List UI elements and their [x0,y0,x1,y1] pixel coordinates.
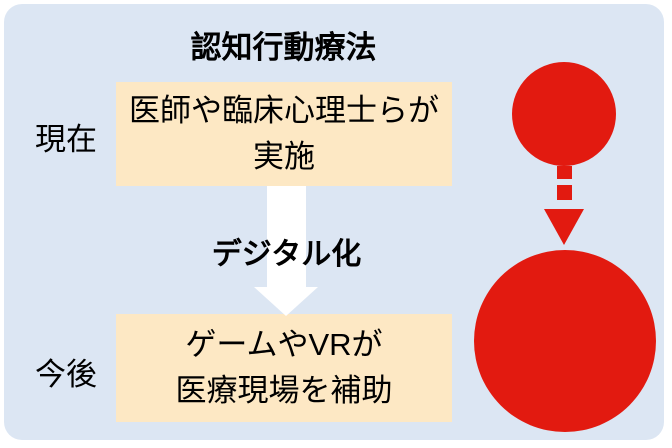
red-dashed-arrow-dash-2-icon [557,185,572,200]
present-box-line2: 実施 [253,139,315,174]
future-box: ゲームやVRが 医療現場を補助 [116,314,452,422]
digitalization-label: デジタル化 [211,238,362,271]
row-label-present: 現在 [35,122,97,157]
white-down-arrow-icon [267,186,306,287]
row-label-future: 今後 [35,357,97,392]
red-dashed-down-arrow-head-icon [544,209,584,245]
red-dashed-arrow-dash-1-icon [557,166,572,179]
small-red-circle [512,62,616,166]
present-box: 医師や臨床心理士らが 実施 [116,82,452,186]
white-down-arrow-head-icon [254,287,318,316]
present-box-line1: 医師や臨床心理士らが [129,93,439,128]
large-red-circle [474,250,656,432]
diagram-panel: 認知行動療法 現在 医師や臨床心理士らが 実施 デジタル化 今後 ゲームやVRが… [4,4,664,440]
future-box-line2: 医療現場を補助 [175,373,393,408]
future-box-line1: ゲームやVRが [185,327,383,362]
diagram-title: 認知行動療法 [190,30,377,65]
